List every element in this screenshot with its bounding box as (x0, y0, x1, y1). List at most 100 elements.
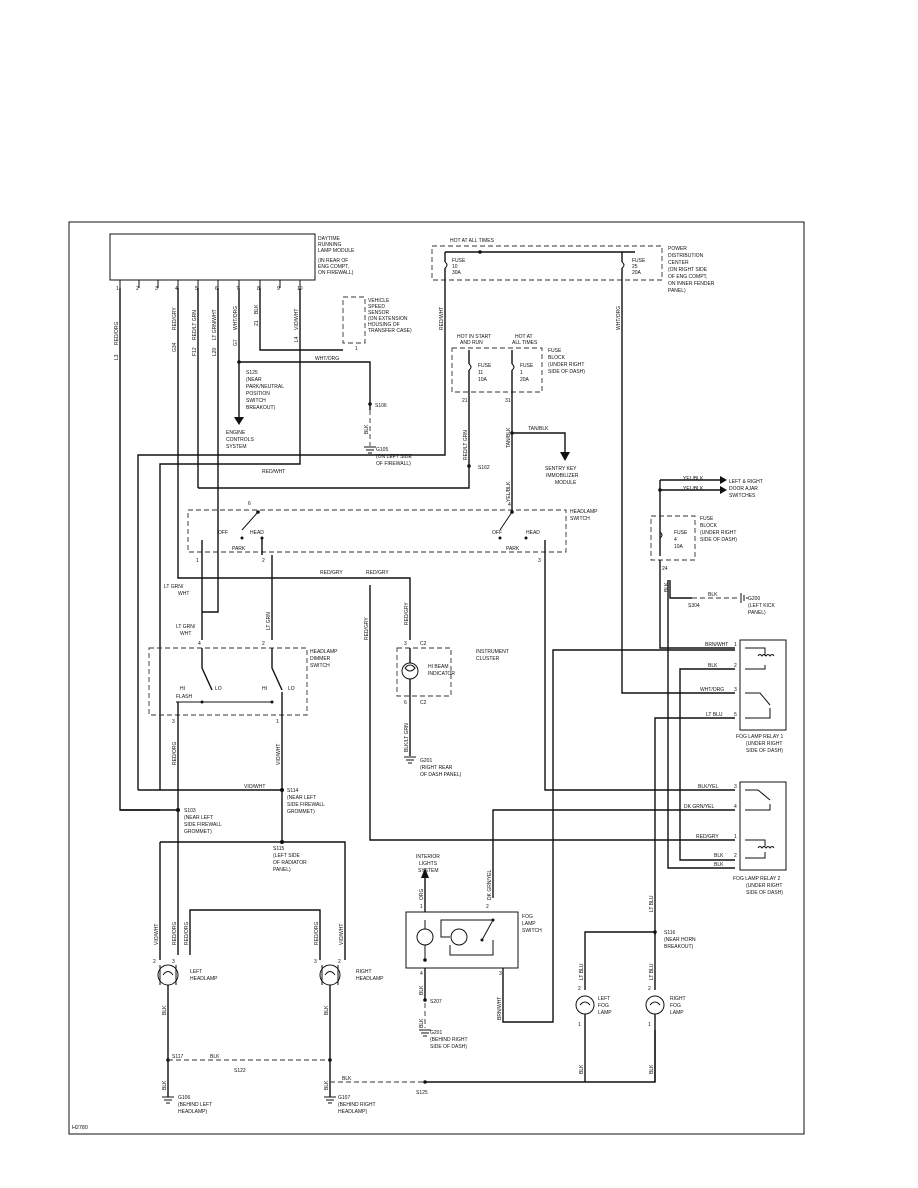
hs-contact-4 (524, 536, 528, 540)
s106-label: S106 (375, 403, 387, 409)
r1-ltblu-down (654, 717, 735, 935)
left-headlamp-filament-icon (159, 965, 177, 985)
dim-pin-2: 2 (262, 641, 265, 647)
wire-drl-pin10 (159, 288, 301, 790)
dim-label-2: DIMMER (310, 656, 331, 662)
vss-label-5: HOUSING OF (368, 322, 400, 328)
wires-top: RED/WHT WHT/ORG RED/LT GRN S162 TAN/BLK … (119, 288, 735, 811)
g107-blk: BLK (324, 1080, 330, 1090)
lh-label-1: LEFT (190, 969, 202, 975)
drl-label-6: ON FIREWALL) (318, 270, 354, 276)
s162-label: S162 (478, 465, 490, 471)
power-distribution-center: HOT AT ALL TIMES FUSE 10 30A FUSE 25 20A… (431, 238, 715, 296)
relay2-box (739, 781, 787, 871)
s125b-label: S125 (416, 1090, 428, 1096)
fs-label-3: SWITCH (522, 928, 542, 934)
drl-pin-3: 3 (155, 286, 158, 292)
s304-label: S304 (688, 603, 700, 609)
right-headlamp-bulb-icon (319, 964, 341, 986)
hs-switch-blades (241, 511, 513, 531)
drl-wire-blk: BLK (254, 304, 260, 314)
s125-label-6: BREAKOUT) (246, 405, 276, 411)
fb-fuse-legs (468, 350, 513, 400)
lh-blk: BLK (162, 1005, 168, 1015)
dim-lo-right: LO (288, 686, 295, 692)
fb-hot-all-2: ALL TIMES (512, 340, 538, 346)
g201-label-2: (RIGHT REAR (420, 765, 453, 771)
left-headlamp-bulb-icon (157, 964, 179, 986)
ic-box (396, 647, 452, 697)
g105-label-2: (ON LEFT SIDE (376, 454, 412, 460)
fs-box (405, 911, 519, 969)
dim-pin-3: 3 (172, 719, 175, 725)
fs-lamp-1-icon (416, 928, 434, 946)
vss-label-3: SENSOR (368, 310, 390, 316)
hs-head-right: HEAD (526, 530, 540, 536)
drl-pin-7: 7 (236, 286, 239, 292)
wire-whtorg-relay1 (621, 296, 735, 694)
engine-arrow-icon (234, 417, 244, 425)
fb-hot-all-1: HOT AT (515, 334, 533, 340)
s117-label: S117 (172, 1054, 184, 1060)
dim-out-wires (177, 730, 283, 842)
left-fog-bulb-icon (575, 995, 595, 1015)
r2-pin-4: 4 (734, 804, 737, 810)
int-label-2: LIGHTS (419, 861, 438, 867)
wire-drl-pin7 (238, 288, 371, 410)
s125-label-2: (NEAR (246, 377, 262, 383)
drl-label-4: (IN REAR OF (318, 258, 348, 264)
drl-pin-2: 2 (136, 286, 139, 292)
hs-head-left: HEAD (250, 530, 264, 536)
r1-coil-icon (757, 654, 775, 657)
pdc-label-7: PANEL) (668, 288, 686, 294)
sentry-label-3: MODULE (555, 480, 577, 486)
rh-wire-redorg: RED/ORG (314, 922, 320, 945)
g200-label-2: (LEFT KICK (748, 603, 776, 609)
g105-ground-icon (364, 446, 376, 454)
fb2-brnwht-relay1 (659, 560, 735, 649)
r2-dkgrnyel-to-switch (492, 809, 735, 898)
wire-redwht-main (137, 296, 446, 790)
sentry-label-2: IMMOBILIZER (546, 473, 579, 479)
r2-label-1: FOG LAMP RELAY 2 (733, 876, 780, 882)
s125b-blk: BLK (342, 1076, 352, 1082)
r2-blk-return (667, 580, 735, 869)
dim-hi-right: HI (262, 686, 267, 692)
pdc-bus-dot (478, 250, 482, 254)
fb-box (451, 347, 543, 393)
wire-ltgrnwht-label-1a: LT GRN/ (164, 584, 184, 590)
rh-blk: BLK (324, 1005, 330, 1015)
lh-label-2: HEADLAMP (190, 976, 218, 982)
hs-off-left: OFF (218, 530, 228, 536)
fs-pin-2: 2 (486, 904, 489, 910)
s125-label-3: PARK/NEUTRAL (246, 384, 284, 390)
fb-hot-start-1: HOT IN START (457, 334, 491, 340)
s116-label-1: S116 (664, 930, 676, 936)
r2-coil-icon (757, 846, 775, 849)
s116-label-2: (NEAR HORN (664, 937, 696, 943)
rh-wire-viowht: VIO/WHT (339, 924, 345, 945)
g107-label-2: (BEHIND RIGHT (338, 1102, 376, 1108)
r1-pin-1: 1 (734, 642, 737, 648)
g200-label-3: PANEL) (748, 610, 766, 616)
pdc-label-2: DISTRIBUTION (668, 253, 704, 259)
wire-yelblk-label-hs: YEL/BLK (506, 481, 512, 502)
r2-pin-1: 1 (734, 834, 737, 840)
s106-dot (368, 402, 372, 406)
fb-pin-31: 31 (505, 398, 511, 404)
fs-label-2: LAMP (522, 921, 536, 927)
vss-label-1: VEHICLE (368, 298, 390, 304)
drl-label-5: ENG COMPT, (318, 264, 349, 270)
fog-lamp-switch: INTERIOR LIGHTS SYSTEM ORG DK GRN/YEL 1 … (405, 649, 735, 1050)
drl-label-1: DAYTIME (318, 236, 341, 242)
fb2-fuse-1: FUSE (674, 530, 688, 536)
rh-pin-2: 2 (338, 959, 341, 965)
hs-wire-redgry-2: RED/GRY (366, 570, 389, 576)
wire-ltgrnwht-label-2a: LT GRN/ (176, 624, 196, 630)
headlamp-switch: RED/WHT 6 HEADLAMP SWITCH OFF HEAD PARK … (187, 469, 598, 612)
fb-fuse11-1: FUSE (478, 363, 492, 369)
s103-label-4: GROMMET) (184, 829, 212, 835)
fb2-wire-1: YEL/BLK (683, 476, 704, 482)
drl-pin-1: 1 (116, 286, 119, 292)
lf-pin-2: 2 (578, 986, 581, 992)
